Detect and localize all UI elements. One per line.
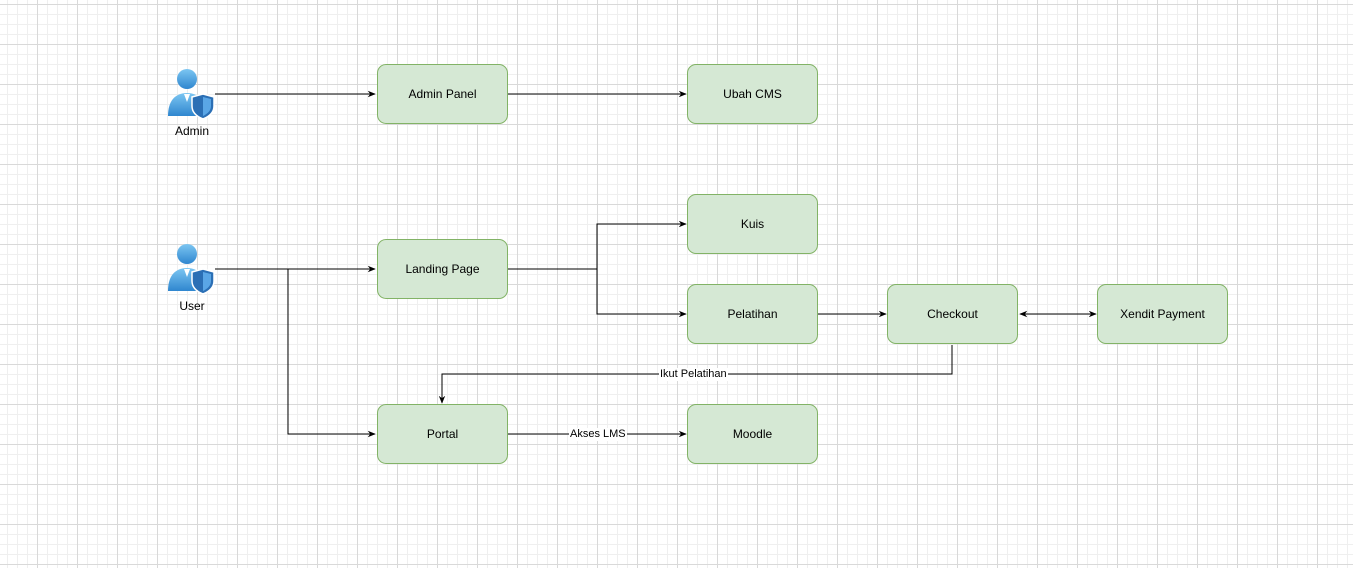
user-shield-icon — [168, 244, 215, 295]
node-landing-page[interactable]: Landing Page — [377, 239, 508, 299]
actor-user[interactable]: User — [162, 243, 222, 323]
edge-landing-page-to-pelatihan — [596, 269, 687, 318]
user-shield-icon — [168, 69, 215, 120]
node-moodle[interactable]: Moodle — [687, 404, 818, 464]
node-portal[interactable]: Portal — [377, 404, 508, 464]
node-checkout[interactable]: Checkout — [887, 284, 1018, 344]
node-kuis[interactable]: Kuis — [687, 194, 818, 254]
edge-label-akses-lms: Akses LMS — [569, 428, 627, 441]
actor-admin[interactable]: Admin — [162, 68, 222, 148]
edge-landing-page-to-kuis — [508, 220, 687, 270]
actor-admin-label: Admin — [174, 124, 209, 138]
node-pelatihan[interactable]: Pelatihan — [687, 284, 818, 344]
node-admin-panel[interactable]: Admin Panel — [377, 64, 508, 124]
node-xendit-payment[interactable]: Xendit Payment — [1097, 284, 1228, 344]
actor-user-label: User — [179, 299, 205, 313]
edge-label-ikut-pelatihan: Ikut Pelatihan — [659, 368, 728, 381]
node-ubah-cms[interactable]: Ubah CMS — [687, 64, 818, 124]
edge-user-to-portal — [287, 269, 376, 438]
